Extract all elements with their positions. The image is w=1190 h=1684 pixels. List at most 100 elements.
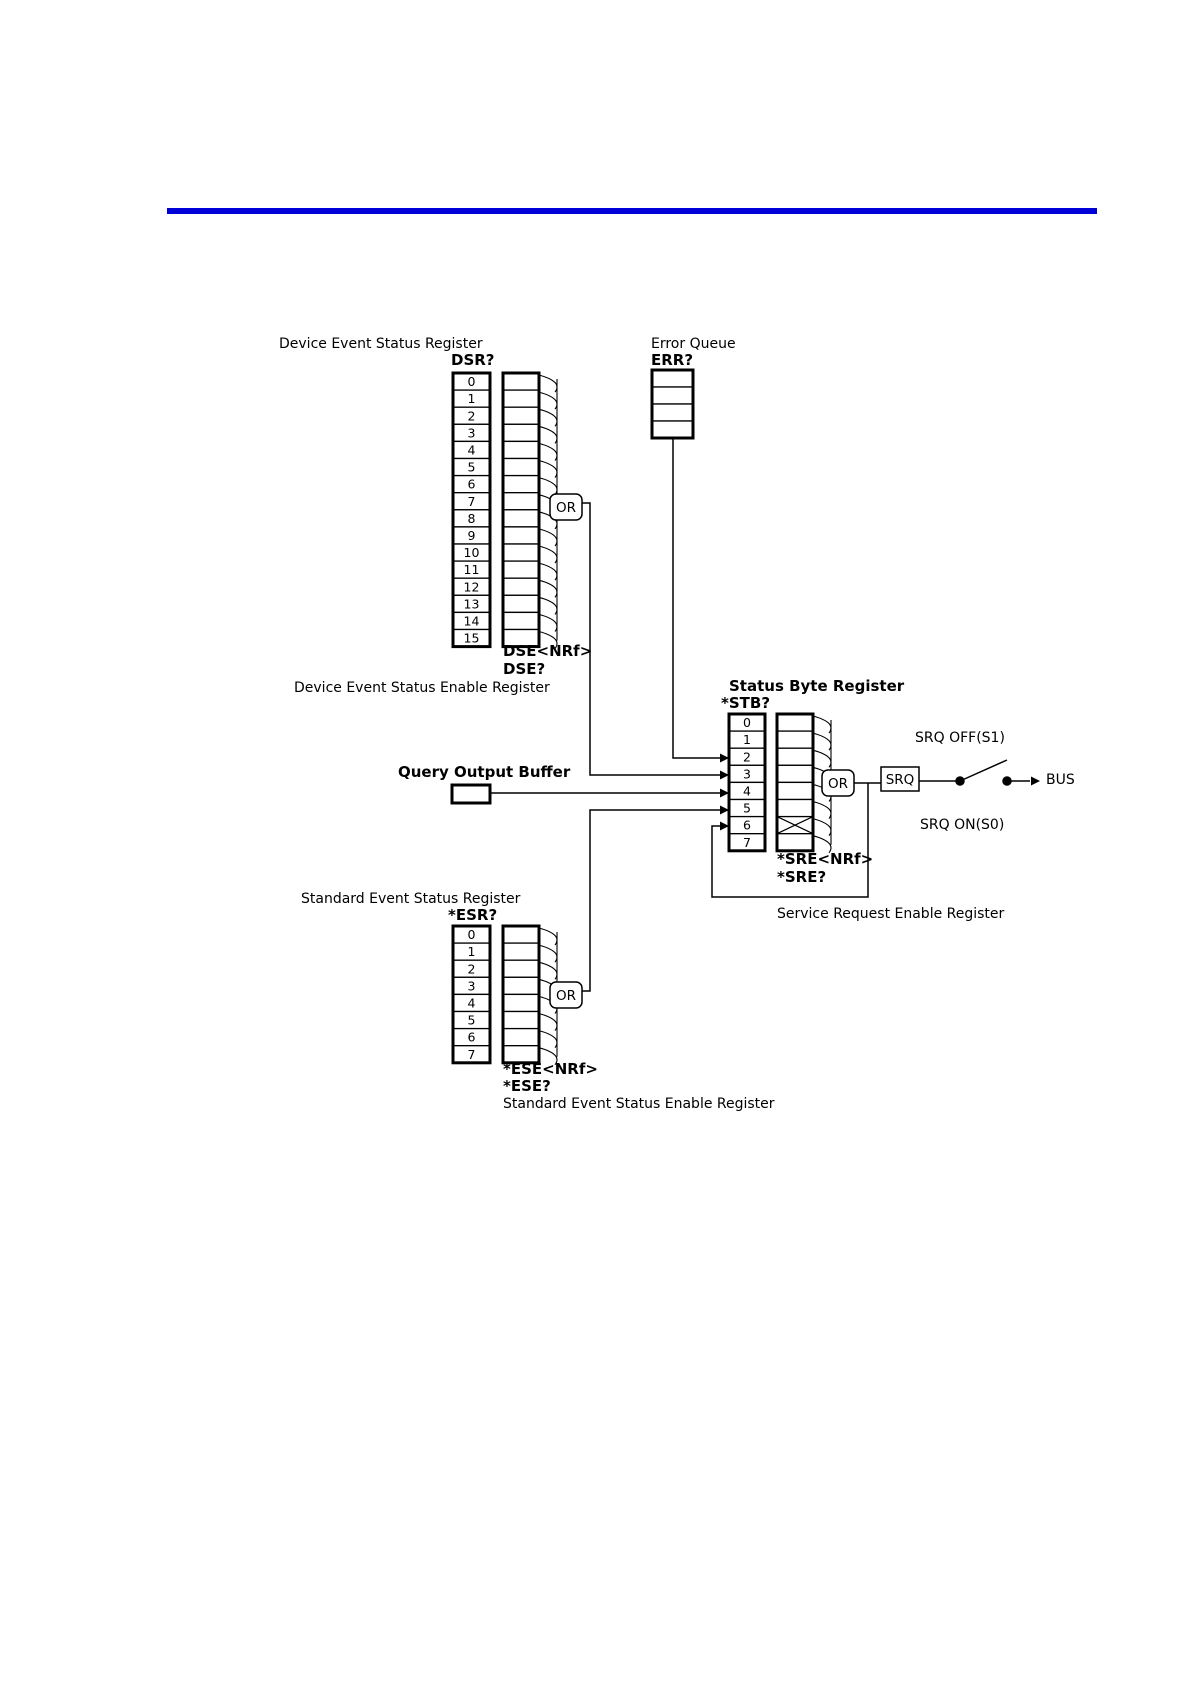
sre-register-cell	[776, 798, 814, 818]
device-event-status-register-label: Device Event Status Register	[279, 336, 483, 352]
wire-dse-or-to-stb3	[582, 502, 720, 776]
arrowhead	[720, 770, 729, 780]
arrowhead	[720, 753, 729, 763]
ese-register-cell	[502, 1027, 540, 1047]
dse-register-cell	[502, 492, 540, 511]
dsr-register-bit-label: 7	[468, 494, 476, 509]
dse-bundle-arc	[538, 528, 558, 547]
device-event-status-enable-register-label: Device Event Status Enable Register	[294, 680, 550, 696]
dse-register-cell	[502, 406, 540, 425]
standard-event-status-enable-register-label: Standard Event Status Enable Register	[503, 1096, 775, 1112]
err-query-label: ERR?	[651, 351, 693, 369]
esr-register-bit-label: 1	[468, 944, 476, 959]
sre-bundle-arc	[812, 835, 832, 854]
ese-register-cell	[502, 925, 540, 944]
sre-bundle-arc	[812, 732, 832, 751]
wire-srq-feedback-to-stb6	[711, 783, 869, 898]
dsr-register-bit-label: 2	[468, 408, 476, 423]
dse-register-cell	[502, 526, 540, 545]
ese-or-gate: OR	[549, 981, 583, 1009]
esr-register-bit-label: 6	[468, 1030, 476, 1045]
error-queue-cell	[651, 420, 694, 439]
dse-set-label: DSE<NRf>	[503, 642, 592, 660]
ese-bundle-arc	[538, 1030, 558, 1049]
dse-register-cell	[502, 389, 540, 408]
sre-or-gate: OR	[821, 769, 855, 797]
error-queue-frame	[650, 368, 695, 440]
wire-error-queue-to-stb2	[672, 438, 720, 759]
dse-bundle-arc	[538, 545, 558, 564]
ese-set-label: *ESE<NRf>	[503, 1060, 598, 1078]
sre-register-cell	[776, 730, 814, 749]
dsr-register-bit-label: 15	[464, 631, 480, 646]
esr-register-bit-label: 2	[468, 961, 476, 976]
sre-register-cross	[776, 816, 814, 835]
dsr-register-bit-label: 11	[464, 562, 480, 577]
switch-blade	[959, 759, 1008, 782]
dse-register-cell	[502, 474, 540, 494]
error-queue	[650, 368, 695, 440]
service-request-enable-register-label: Service Request Enable Register	[777, 906, 1005, 922]
dse-register-cell	[502, 509, 540, 528]
esr-query-label: *ESR?	[448, 906, 497, 924]
header-rule	[167, 208, 1097, 214]
ese-or-gate-label: OR	[556, 988, 576, 1004]
sre-register	[775, 712, 815, 853]
dsr-register-bit-label: 5	[468, 460, 476, 475]
esr-register-bit-label: 0	[468, 927, 476, 942]
ese-or-gate-box	[549, 981, 583, 1009]
dse-register-cell	[502, 560, 540, 579]
status-byte-register-label: Status Byte Register	[729, 677, 905, 695]
ese-register-cell	[502, 993, 540, 1013]
dsr-register-bit-label: 12	[464, 579, 480, 594]
dse-bundle-arc	[538, 579, 558, 598]
dsr-register-bit-label: 10	[464, 545, 480, 560]
sre-or-gate-label: OR	[828, 776, 848, 792]
ese-register-frame	[501, 924, 541, 1065]
sre-set-label: *SRE<NRf>	[777, 850, 873, 868]
dsr-register-frame	[451, 371, 492, 649]
sre-register-cell	[776, 781, 814, 801]
dse-register-frame	[501, 371, 541, 649]
stb-register-bit-label: 2	[743, 749, 751, 764]
dse-bundle	[538, 374, 558, 649]
stb-register-bit-label: 3	[743, 766, 751, 781]
dse-bundle-arc	[538, 391, 558, 410]
sre-bundle-arc	[812, 818, 832, 837]
dse-bundle-arc	[538, 477, 558, 496]
ese-bundle-arc	[538, 1047, 558, 1066]
dsr-register-bit-label: 0	[468, 374, 476, 389]
dse-query-label: DSE?	[503, 660, 545, 678]
dsr-register-bit-label: 14	[464, 613, 480, 628]
stb-register-bit-label: 5	[743, 801, 751, 816]
dse-register-cell	[502, 372, 540, 391]
sre-register-cell	[776, 833, 814, 852]
dse-register-cell	[502, 611, 540, 631]
dse-bundle-arc	[538, 374, 558, 393]
error-queue-label: Error Queue	[651, 336, 736, 352]
sre-bundle-arc	[812, 749, 832, 768]
sre-register-cell	[776, 747, 814, 766]
sre-register-cell	[776, 764, 814, 784]
query-output-buffer-label: Query Output Buffer	[398, 763, 571, 781]
dse-register-cell	[502, 543, 540, 562]
dse-or-gate-box	[549, 493, 583, 521]
arrowhead	[1031, 776, 1040, 786]
ese-register-cell	[502, 1010, 540, 1030]
error-queue-cell	[651, 403, 694, 422]
sre-register-frame	[775, 712, 815, 853]
esr-register-bit-label: 5	[468, 1013, 476, 1028]
srq-box-label: SRQ	[886, 772, 915, 788]
dse-register-cell	[502, 440, 540, 460]
dsr-query-label: DSR?	[451, 351, 495, 369]
esr-register-frame	[451, 924, 492, 1065]
error-queue-cell	[651, 386, 694, 405]
dsr-register-bit-label: 3	[468, 425, 476, 440]
dse-register	[501, 371, 541, 649]
stb-query-label: *STB?	[721, 694, 770, 712]
dsr-register-bit-label: 8	[468, 511, 476, 526]
